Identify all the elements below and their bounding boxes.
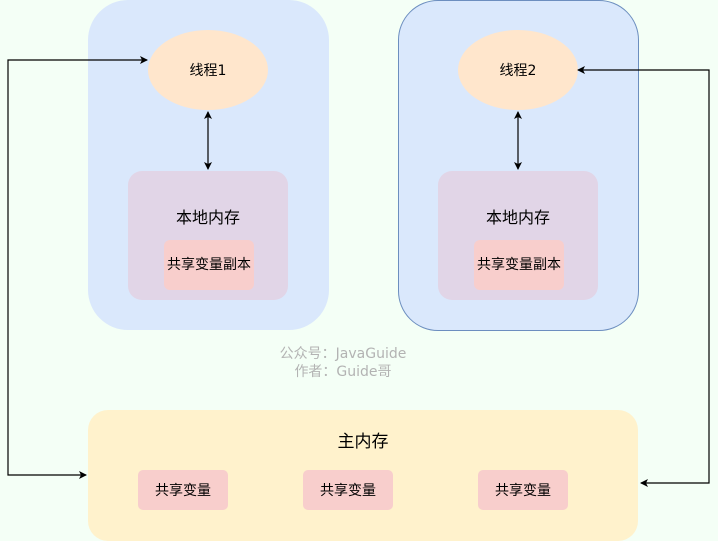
main-memory-title: 主内存 <box>337 432 389 452</box>
watermark-line-2: 作者：Guide哥 <box>294 364 392 380</box>
watermark: 公众号：JavaGuide 作者：Guide哥 <box>243 345 443 381</box>
shared-variable-copy: 共享变量副本 <box>474 240 564 290</box>
thread-1-node: 线程1 <box>148 30 268 110</box>
main-to-thread-2-arrow <box>577 66 710 487</box>
shared-variable: 共享变量 <box>138 470 228 510</box>
thread-2-label: 线程2 <box>499 63 537 79</box>
main-memory: 主内存 共享变量 共享变量 共享变量 <box>88 410 638 541</box>
thread-1-label: 线程1 <box>189 63 227 79</box>
shared-variable: 共享变量 <box>303 470 393 510</box>
shared-variable: 共享变量 <box>478 470 568 510</box>
local-memory-title: 本地内存 <box>485 208 550 227</box>
watermark-line-1: 公众号：JavaGuide <box>279 346 407 362</box>
thread-1-local-memory: 本地内存 共享变量副本 <box>128 171 288 300</box>
shared-variable-copy: 共享变量副本 <box>164 240 254 290</box>
main-to-thread-1-arrow <box>7 56 148 479</box>
local-memory-title: 本地内存 <box>175 208 240 227</box>
thread-2-local-memory: 本地内存 共享变量副本 <box>438 171 598 300</box>
thread-2-node: 线程2 <box>458 30 578 110</box>
